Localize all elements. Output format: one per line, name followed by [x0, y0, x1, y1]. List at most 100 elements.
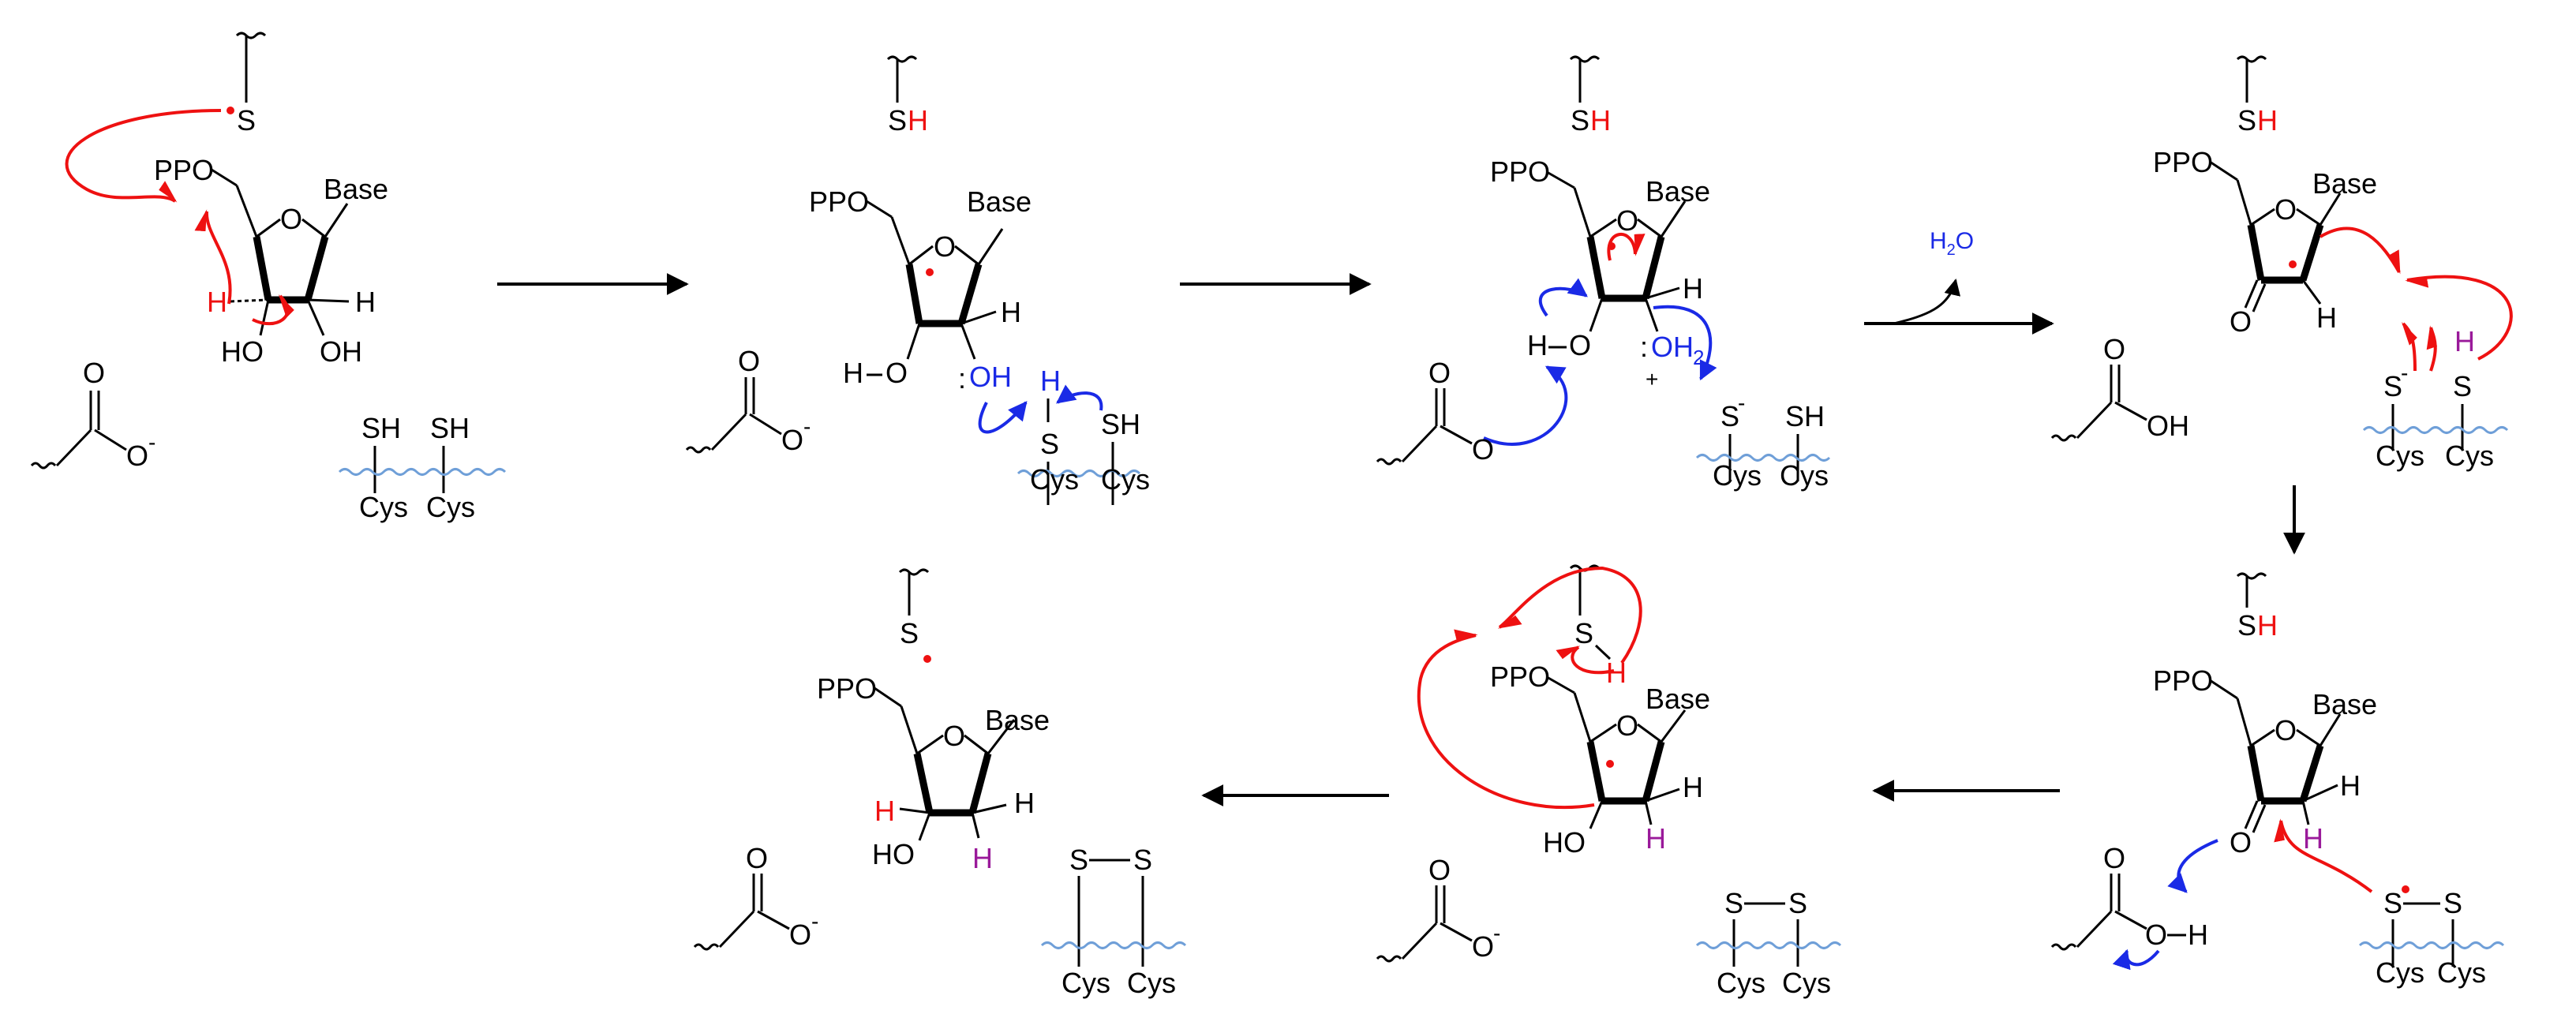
radical-dot [227, 107, 234, 114]
atom-label-base: Base [985, 704, 1050, 736]
atom-label-ho: HO [872, 838, 915, 870]
cys-label-1: Cys [359, 491, 408, 523]
atom-label-plus: + [1646, 367, 1658, 391]
atom-label-cys: Cys [2437, 956, 2486, 989]
step-3-structure: S H PPO O Base H H O : O H 2 + O [1376, 55, 1831, 492]
step-7-structure: S PPO O Base H H HO H O O - S S [693, 568, 1187, 999]
atom-label-s: S [1069, 844, 1088, 876]
carbonyl-o: O [83, 357, 105, 389]
thiol-h: H [908, 104, 928, 137]
atom-label-h: H [843, 357, 863, 389]
atom-label-ho: HO [1543, 826, 1586, 859]
atom-label-h: H [972, 842, 993, 874]
atom-label-o: O [746, 842, 768, 874]
thiyl-s-label: S [237, 104, 256, 137]
blue-proton-arrow-2 [1056, 384, 1103, 411]
carboxylate-o: O [126, 440, 148, 472]
atom-label-base: Base [1646, 683, 1710, 715]
ho-label: HO [221, 335, 264, 368]
atom-label-o: O [886, 357, 908, 389]
atom-label-h: H [1040, 365, 1061, 397]
atom-label-s: S [1788, 887, 1807, 919]
atom-label-h: H [2454, 325, 2475, 357]
step-4-structure: S H PPO O Base O H O OH H S - S [2050, 55, 2513, 472]
atom-label-sh-h: H [2257, 609, 2278, 642]
ring-oxygen: O [280, 203, 302, 235]
atom-label-h: H [1683, 272, 1703, 305]
cys-sh-2: SH [430, 412, 470, 444]
atom-label-h: H [2340, 769, 2361, 802]
atom-label-cys: Cys [1713, 459, 1762, 492]
step-6-structure: S H PPO O Base H HO H O O - S S [1376, 564, 1842, 999]
atom-label-o: O [2103, 842, 2125, 874]
atom-label-cys: Cys [1061, 967, 1110, 999]
atom-label-base: Base [2312, 688, 2377, 720]
atom-label-s: S [2453, 370, 2472, 402]
atom-label-ppo: PPO [1490, 155, 1550, 188]
atom-label-ppo: PPO [809, 185, 869, 218]
atom-label-o: O [2230, 826, 2252, 859]
oh-label: OH [320, 335, 362, 368]
atom-label-s: S [2383, 887, 2402, 919]
atom-label-h: H [874, 795, 895, 827]
atom-label-minus: - [1493, 921, 1500, 945]
h-label: H [355, 286, 376, 318]
atom-label-s: S [900, 617, 919, 649]
atom-label-oh: OH [2147, 410, 2189, 442]
atom-label-h: H [1527, 329, 1548, 361]
minus-charge: - [148, 430, 155, 455]
atom-label-h: H [1014, 787, 1035, 819]
atom-label-s: S [2383, 370, 2402, 402]
protein-backbone-wave [338, 468, 507, 476]
atom-label-o-minus: O [789, 919, 811, 951]
atom-label-o: O [2275, 714, 2297, 746]
atom-label-sh-s: S [1574, 617, 1593, 649]
atom-label-base: Base [2312, 167, 2377, 200]
atom-label-h: H [1001, 296, 1021, 328]
atom-label-o: O [2275, 193, 2297, 226]
atom-label-s: S [1040, 428, 1059, 460]
atom-label-minus: - [1738, 391, 1745, 415]
atom-label-o-minus: O [781, 424, 803, 456]
atom-label-minus: - [2401, 361, 2408, 385]
red-h-label: H [207, 286, 227, 318]
atom-label-sh-h: H [2257, 104, 2278, 137]
atom-label-h: H [1683, 771, 1703, 803]
atom-label-h: H [1673, 331, 1694, 363]
atom-label-o: O [934, 230, 956, 263]
thiol-s: S [888, 104, 907, 137]
step-1-structure: S PPO O Base H H HO OH O O - SH [30, 32, 507, 523]
atom-label-h: H [2188, 919, 2208, 951]
atom-label-h: H [2316, 301, 2337, 334]
step-2-structure: S H PPO O Base H H O OH : O O - H [685, 55, 1150, 505]
atom-label-colon: : [1640, 331, 1648, 363]
atom-label-o: O [1651, 331, 1673, 363]
atom-label-s: S [1720, 400, 1739, 432]
atom-label-sh-h: H [1590, 104, 1611, 137]
atom-label-cys: Cys [1101, 463, 1150, 496]
water-elimination-arrow: H2O [1864, 228, 2054, 335]
atom-label-cys: Cys [1782, 967, 1831, 999]
atom-label-o: O [738, 345, 760, 377]
atom-label-o: O [2145, 919, 2167, 951]
atom-label-ppo: PPO [817, 672, 877, 705]
atom-label-sh: SH [1785, 400, 1825, 432]
ppo-label: PPO [154, 154, 214, 186]
atom-label-sh-s: S [2237, 609, 2256, 642]
atom-label-ppo: PPO [1490, 660, 1550, 693]
atom-label-s: S [2443, 887, 2462, 919]
atom-label-cys: Cys [1717, 967, 1765, 999]
atom-label-h: H [2303, 822, 2323, 855]
h-abstraction-arrow-2 [252, 294, 294, 326]
step-5-structure: S H PPO O Base H O H O O H S [2050, 572, 2505, 989]
base-label: Base [324, 173, 388, 205]
atom-label-ppo: PPO [2153, 664, 2213, 697]
atom-label-cys: Cys [2376, 440, 2424, 472]
atom-label-colon: : [958, 362, 966, 395]
atom-label-o: O [2103, 333, 2125, 365]
atom-label-o-minus: O [1472, 930, 1494, 963]
enzyme-wavy-bond [235, 32, 267, 39]
atom-label-h: H [1646, 822, 1666, 855]
protonated-oh: OH [969, 361, 1012, 393]
